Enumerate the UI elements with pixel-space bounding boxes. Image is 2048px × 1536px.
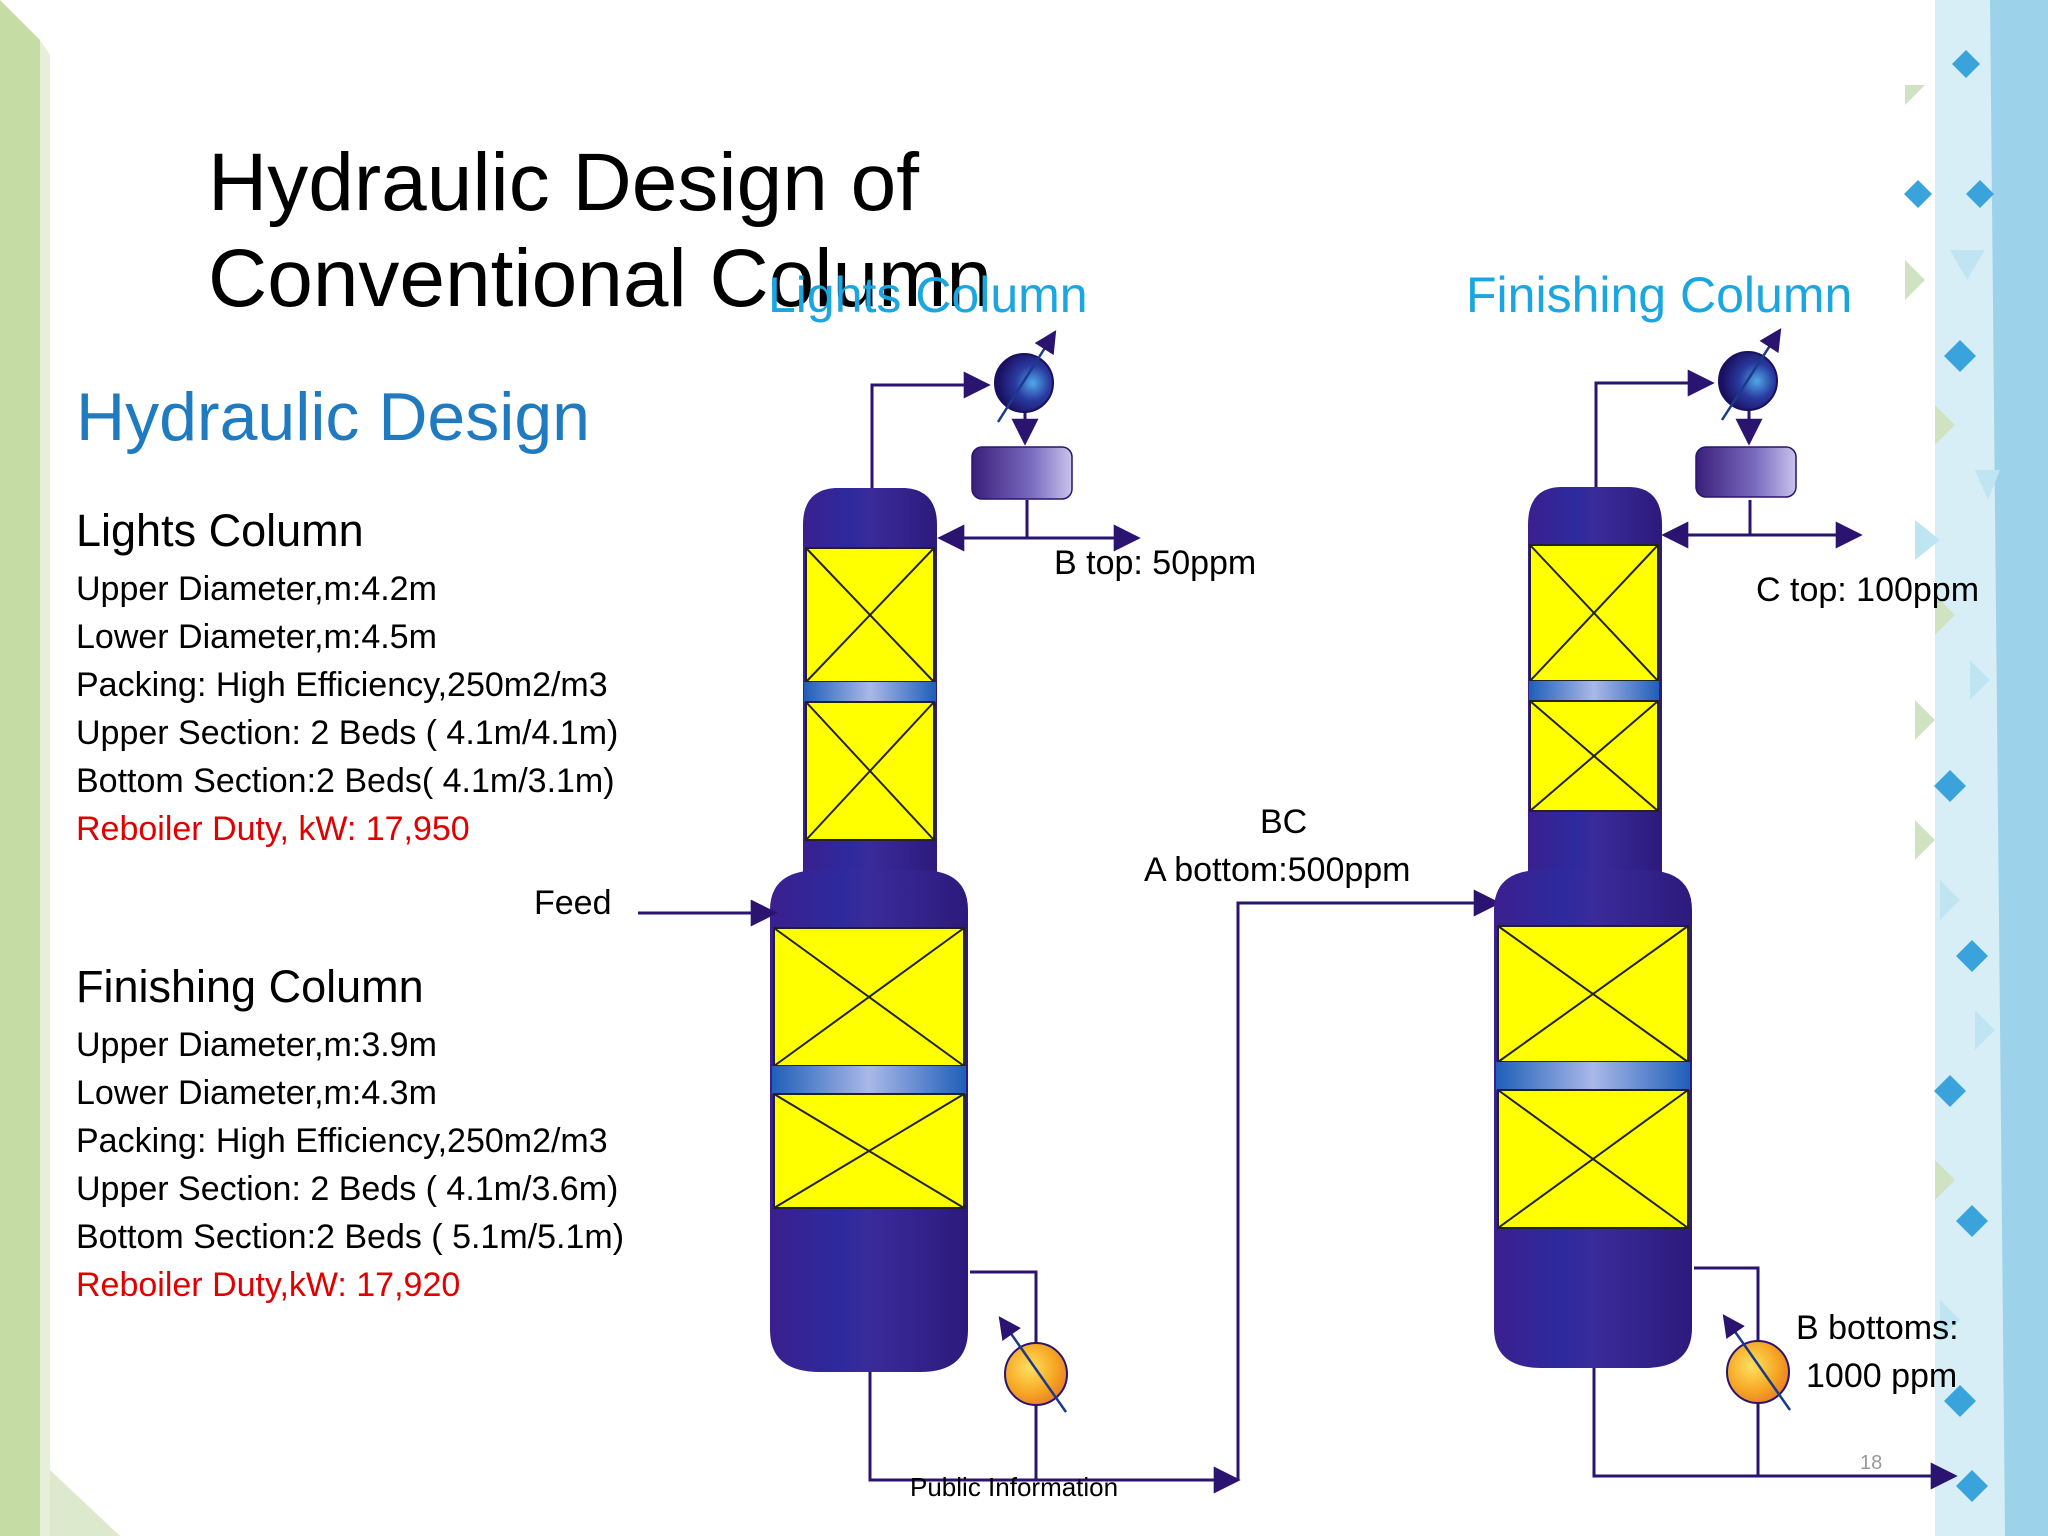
section-heading: Hydraulic Design xyxy=(76,379,590,455)
lights-piping xyxy=(638,371,1501,1494)
lights-reboiler-icon xyxy=(998,1316,1068,1413)
page-number: 18 xyxy=(1860,1452,1883,1474)
finishing-reflux-drum-icon xyxy=(1695,446,1797,498)
finishing-reboiler-icon xyxy=(1722,1314,1792,1411)
finishing-condenser-icon xyxy=(1718,328,1782,421)
finishing-reboiler-duty: Reboiler Duty,kW: 17,920 xyxy=(76,1266,461,1304)
lights-condenser-icon xyxy=(994,330,1057,423)
lights-redistributor-lower xyxy=(772,1066,966,1094)
footer-classification: Public Information xyxy=(910,1472,1119,1502)
finishing-spec-block: Finishing Column Upper Diameter,m:3.9m L… xyxy=(76,959,716,1309)
finishing-spec-title: Finishing Column xyxy=(76,961,424,1012)
c-top-label: C top: 100ppm xyxy=(1756,571,1980,609)
lights-column xyxy=(770,488,968,1372)
finishing-redistributor-upper xyxy=(1529,681,1659,701)
slide-title: Hydraulic Design of Conventional Column xyxy=(208,137,993,324)
b-bottoms-value: 1000 ppm xyxy=(1806,1357,1958,1395)
lights-upper-bed-2 xyxy=(805,701,935,841)
finishing-spec-line: Upper Diameter,m:3.9m xyxy=(76,1026,437,1064)
finishing-lower-bed-1 xyxy=(1497,925,1689,1063)
lights-reflux-drum-icon xyxy=(971,446,1073,500)
finishing-upper-bed-1 xyxy=(1529,544,1659,682)
finishing-spec-line: Bottom Section:2 Beds ( 5.1m/5.1m) xyxy=(76,1218,625,1256)
lights-lower-bed-1 xyxy=(773,927,965,1067)
lights-redistributor-upper xyxy=(804,682,936,702)
a-bottom-label: A bottom:500ppm xyxy=(1144,851,1411,889)
lights-lower-bed-2 xyxy=(773,1093,965,1209)
finishing-lower-bed-2 xyxy=(1497,1089,1689,1229)
b-top-label: B top: 50ppm xyxy=(1054,544,1257,582)
lights-upper-bed-1 xyxy=(805,547,935,683)
finishing-column-title: Finishing Column xyxy=(1466,267,1853,323)
lights-column-title: Lights Column xyxy=(768,267,1088,323)
lights-spec-line: Lower Diameter,m:4.5m xyxy=(76,618,437,656)
b-bottoms-label: B bottoms: xyxy=(1796,1309,1959,1347)
lights-spec-line: Packing: High Efficiency,250m2/m3 xyxy=(76,666,608,704)
lights-reboiler-duty: Reboiler Duty, kW: 17,950 xyxy=(76,810,470,848)
finishing-spec-line: Lower Diameter,m:4.3m xyxy=(76,1074,437,1112)
lights-spec-block: Lights Column Upper Diameter,m:4.2m Lowe… xyxy=(76,503,716,853)
lights-spec-title: Lights Column xyxy=(76,505,364,556)
finishing-spec-line: Packing: High Efficiency,250m2/m3 xyxy=(76,1122,608,1160)
finishing-piping xyxy=(1592,369,1958,1490)
bc-label: BC xyxy=(1260,803,1308,841)
feed-label: Feed xyxy=(534,884,612,922)
finishing-column xyxy=(1494,487,1692,1368)
lights-spec-line: Bottom Section:2 Beds( 4.1m/3.1m) xyxy=(76,762,615,800)
left-decor-stripe xyxy=(0,0,120,1536)
lights-spec-line: Upper Section: 2 Beds ( 4.1m/4.1m) xyxy=(76,714,619,752)
lights-spec-line: Upper Diameter,m:4.2m xyxy=(76,570,437,608)
finishing-upper-bed-2 xyxy=(1529,700,1659,812)
finishing-redistributor-lower xyxy=(1496,1062,1690,1090)
finishing-spec-line: Upper Section: 2 Beds ( 4.1m/3.6m) xyxy=(76,1170,619,1208)
right-decor-stripe xyxy=(1904,0,2048,1536)
